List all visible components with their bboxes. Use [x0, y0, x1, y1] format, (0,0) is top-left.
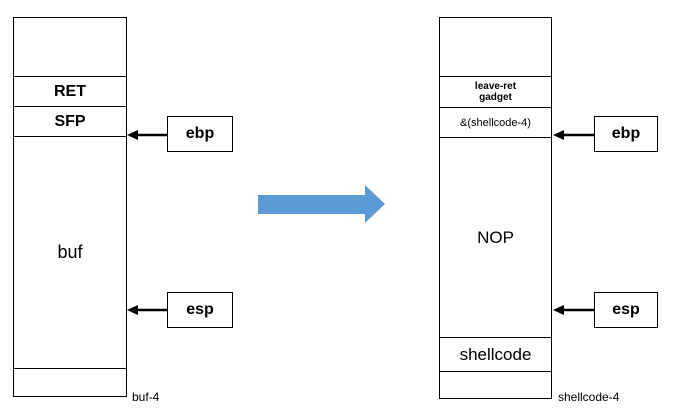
right-ebp-box: ebp — [594, 116, 658, 152]
transition-arrow — [258, 185, 385, 223]
leave-ret-gadget-slot: leave-ret gadget — [440, 76, 551, 107]
left-stack-bottom-slot — [14, 368, 126, 396]
right-stack-caption: shellcode-4 — [558, 390, 620, 404]
buf-slot: buf — [14, 136, 126, 368]
right-ebp-pointer-arrow — [553, 130, 594, 140]
right-stack-bottom-slot — [440, 371, 551, 398]
leave-ret-label: leave-ret — [474, 81, 517, 92]
right-esp-pointer-arrow — [553, 305, 594, 315]
right-esp-box: esp — [594, 292, 658, 328]
left-esp-pointer-arrow — [127, 305, 167, 315]
ret-label: RET — [54, 82, 86, 100]
left-esp-box: esp — [167, 292, 233, 328]
left-stack-caption: buf-4 — [132, 390, 160, 404]
sfp-label: SFP — [54, 112, 86, 130]
left-ebp-pointer-arrow — [127, 130, 167, 140]
left-stack: RET SFP buf — [13, 17, 127, 397]
buf-label: buf — [57, 242, 83, 262]
right-stack: leave-ret gadget &(shellcode-4) NOP shel… — [439, 17, 552, 399]
shellcode-addr-slot: &(shellcode-4) — [440, 107, 551, 137]
left-esp-label: esp — [186, 301, 214, 318]
ret-slot: RET — [14, 76, 126, 106]
left-ebp-label: ebp — [185, 125, 215, 142]
sfp-slot: SFP — [14, 106, 126, 136]
shellcode-label: shellcode — [459, 344, 532, 364]
nop-label: NOP — [477, 227, 514, 247]
gadget-label: gadget — [479, 92, 512, 103]
shellcode-slot: shellcode — [440, 337, 551, 371]
right-esp-label: esp — [612, 301, 640, 318]
right-ebp-label: ebp — [611, 125, 641, 142]
left-ebp-box: ebp — [167, 116, 233, 152]
nop-slot: NOP — [440, 137, 551, 337]
shellcode-addr-label: &(shellcode-4) — [460, 116, 531, 129]
